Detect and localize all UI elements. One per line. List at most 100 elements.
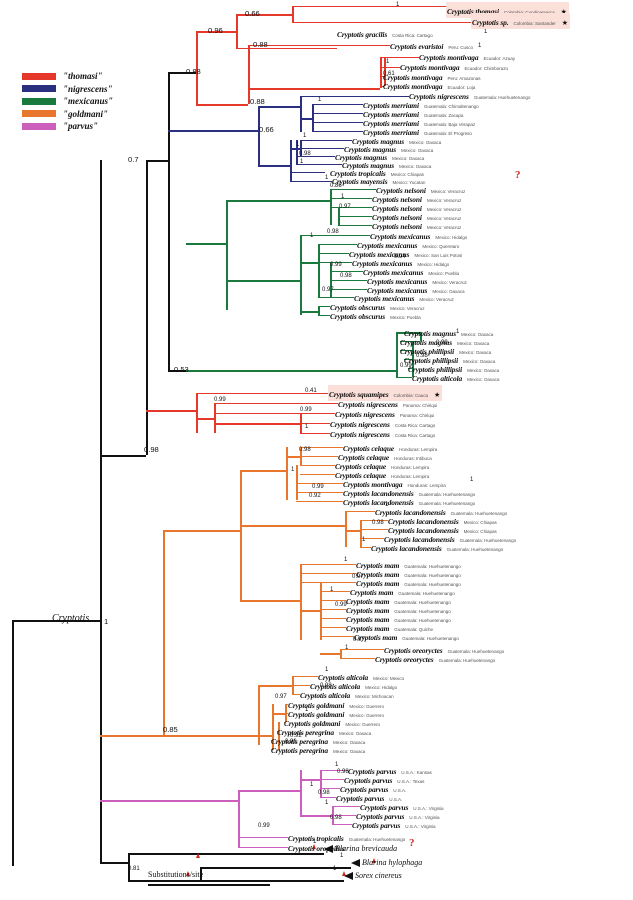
- taxon-locality: Mexico: Chiapas: [463, 520, 497, 525]
- node-support-value: 0.98: [327, 229, 339, 235]
- node-support-value: 0.61: [383, 71, 395, 77]
- tree-branch-horizontal: [238, 847, 288, 848]
- tree-branch-horizontal: [258, 735, 272, 737]
- tree-branch-horizontal: [226, 280, 300, 282]
- tree-branch-horizontal: [300, 573, 356, 574]
- tree-tip-label: Cryptotis lacandonensis Mexico: Chiapas: [388, 512, 497, 528]
- taxon-name: Cryptotis nigrescens: [338, 400, 398, 409]
- tree-branch-vertical: [290, 140, 292, 181]
- taxon-locality: Mexico: Oaxaca: [467, 377, 500, 382]
- node-support-value: 0.88: [250, 97, 265, 106]
- taxon-locality: Mexico: Oaxaca: [409, 140, 442, 145]
- taxon-locality: U.S.A.: [389, 797, 403, 802]
- tree-branch-horizontal: [318, 262, 352, 263]
- taxon-name: Cryptotis thomasi: [447, 7, 499, 16]
- tree-branch-vertical: [146, 160, 148, 455]
- node-support-value: 1: [386, 59, 390, 65]
- tree-branch-horizontal: [163, 530, 240, 532]
- node-support-value: 0.99: [300, 407, 312, 413]
- tree-branch-horizontal: [300, 815, 332, 817]
- taxon-locality: Guatemala: Huehuetenango: [404, 582, 461, 587]
- taxon-locality: Mexico: Michoacan: [355, 694, 394, 699]
- tree-branch-vertical: [296, 465, 298, 500]
- taxon-name: Cryptotis magnus: [400, 338, 452, 347]
- taxon-name: Cryptotis mexicanus: [354, 294, 415, 303]
- taxon-locality: Ecuador: Loja: [447, 85, 476, 90]
- tree-branch-horizontal: [186, 370, 396, 372]
- tree-branch-horizontal: [196, 393, 328, 394]
- outgroup-support-value: 1: [340, 853, 344, 859]
- tree-tip-label: Cryptotis mam Guatemala: Huehuetenango: [356, 574, 461, 590]
- taxon-name: Cryptotis mam: [356, 579, 400, 588]
- node-support-value: 0.88: [253, 40, 268, 49]
- tree-branch-horizontal: [320, 627, 346, 628]
- taxon-name: Cryptotis obscurus: [330, 303, 386, 312]
- taxon-locality: U.S.A.: Texas: [397, 779, 425, 784]
- taxon-name: Cryptotis parvus: [348, 767, 397, 776]
- tree-branch-horizontal: [296, 492, 343, 493]
- tree-branch-horizontal: [271, 740, 272, 741]
- tree-branch-horizontal: [163, 735, 258, 737]
- tree-tip-label: Cryptotis sp.Colombia: Santander★: [471, 13, 570, 29]
- tree-tip-label: Cryptotis lacandonensis Mexico: Chiapas: [388, 521, 497, 537]
- tree-branch-horizontal: [214, 413, 335, 414]
- tree-branch-vertical: [300, 770, 302, 815]
- tree-branch-horizontal: [240, 470, 286, 472]
- taxon-locality: Mexico: Veracruz: [426, 198, 462, 203]
- legend-item-label: "nigrescens": [63, 83, 113, 94]
- node-support-value: 0.99: [330, 262, 342, 268]
- taxon-name: Cryptotis mexicanus: [367, 286, 428, 295]
- legend-color-swatch: [22, 110, 56, 118]
- taxon-name: Cryptotis lacandonensis: [375, 508, 446, 517]
- taxon-name: Cryptotis lacandonensis: [388, 517, 459, 526]
- taxon-locality: Honduras: Lempira: [399, 447, 438, 452]
- taxon-name: Cryptotis magnus: [335, 153, 387, 162]
- node-support-value: 0.99: [400, 363, 412, 369]
- tree-branch-horizontal: [330, 207, 372, 208]
- taxon-locality: Colombia: Cundinamarca: [504, 10, 555, 15]
- tree-branch-horizontal: [214, 403, 338, 404]
- taxon-locality: Costa Rica: Cartago: [392, 33, 433, 38]
- taxon-name: Cryptotis alticola: [318, 673, 369, 682]
- tree-branch-horizontal: [384, 67, 400, 68]
- taxon-name: Cryptotis magnus: [404, 329, 456, 338]
- tree-branch-horizontal: [396, 377, 412, 378]
- node-support-value: 1: [305, 707, 309, 713]
- taxon-locality: Mexico: Queretaro: [422, 244, 460, 249]
- taxon-name: Cryptotis parvus: [352, 821, 401, 830]
- tree-branch-horizontal: [168, 72, 196, 74]
- taxon-locality: Costa Rica: Cartago: [394, 423, 436, 428]
- tree-branch-horizontal: [318, 297, 354, 298]
- tree-branch-vertical: [318, 244, 320, 298]
- tree-branch-vertical: [286, 447, 288, 500]
- taxon-name: Cryptotis tropicalis: [288, 834, 344, 843]
- taxon-locality: Mexico: Oaxaca: [461, 332, 494, 337]
- taxon-name: Cryptotis nigrescens: [335, 410, 395, 419]
- tree-branch-horizontal: [240, 600, 300, 602]
- tree-branch-vertical: [345, 511, 347, 547]
- branch-marker-icon: [372, 858, 376, 863]
- taxon-name: Cryptotis goldmani: [288, 701, 345, 710]
- node-support-value: 0.98: [299, 447, 311, 453]
- taxon-name: Cryptotis lacandonensis: [388, 526, 459, 535]
- tree-branch-horizontal: [320, 770, 348, 771]
- taxon-locality: U.S.A.: Virginia: [409, 815, 440, 820]
- node-support-value: 0.98: [330, 815, 342, 821]
- node-support-value: 0.99: [214, 397, 226, 403]
- tree-branch-horizontal: [396, 332, 420, 334]
- node-support-value: 0.66: [245, 9, 260, 18]
